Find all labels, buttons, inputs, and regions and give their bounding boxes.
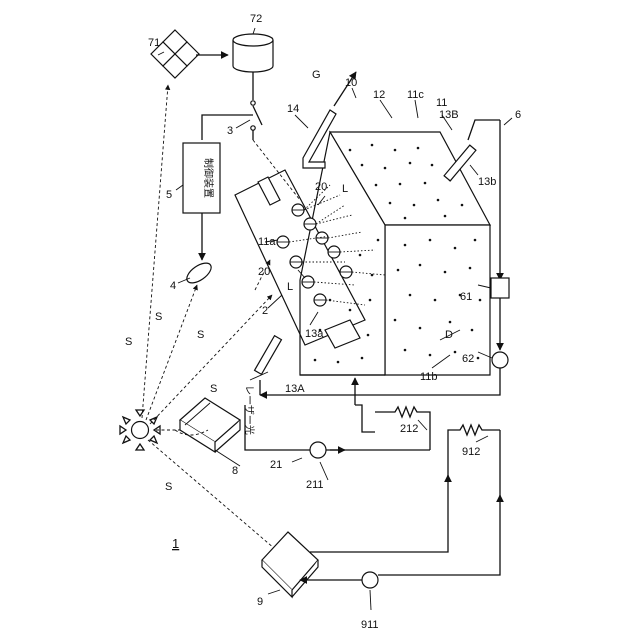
laser-text: レーザー光 [243, 385, 256, 435]
label-S4: S [210, 383, 217, 395]
label-2: 2 [262, 305, 268, 317]
label-21: 21 [270, 459, 282, 471]
ray-to-solar [142, 85, 168, 418]
switch-3 [251, 72, 262, 140]
label-8: 8 [232, 465, 238, 477]
label-S3: S [197, 329, 204, 341]
label-11a: 11a [258, 236, 276, 248]
plate-9 [262, 532, 318, 597]
label-211: 211 [306, 479, 324, 491]
label-5: 5 [166, 189, 172, 201]
ray-to-plate [148, 440, 282, 555]
label-62: 62 [462, 353, 474, 365]
label-61: 61 [460, 291, 472, 303]
label-13A: 13A [285, 383, 305, 395]
label-911: 911 [361, 619, 379, 631]
label-13B: 13B [439, 109, 459, 121]
label-6: 6 [515, 109, 521, 121]
port-13A [255, 336, 282, 375]
label-1: 1 [172, 536, 179, 551]
lens-4 [184, 259, 215, 287]
label-D: D [445, 329, 453, 341]
label-3: 3 [227, 125, 233, 137]
label-212: 212 [400, 423, 418, 435]
label-20b: 20 [258, 266, 270, 278]
wire-switch-down [253, 140, 300, 200]
label-L2: L [287, 281, 293, 293]
label-11b: 11b [420, 371, 438, 383]
label-72: 72 [250, 13, 262, 25]
collector-8 [180, 398, 240, 452]
label-912: 912 [462, 446, 480, 458]
controller-text: 制御装置 [202, 158, 215, 198]
label-L1: L [342, 183, 348, 195]
label-14: 14 [287, 103, 299, 115]
label-G: G [312, 69, 321, 81]
label-S5: S [165, 481, 172, 493]
label-S1: S [125, 336, 132, 348]
label-10: 10 [345, 77, 357, 89]
label-S2: S [155, 311, 162, 323]
controller-box [183, 143, 220, 213]
label-13b: 13b [478, 176, 496, 188]
label-4: 4 [170, 280, 176, 292]
label-9: 9 [257, 596, 263, 608]
label-13a: 13a [305, 328, 324, 340]
loop-21 [245, 378, 430, 458]
ray-to-lens [146, 285, 197, 420]
label-20a: 20 [315, 181, 327, 193]
sun-icon [120, 410, 160, 450]
label-12: 12 [373, 89, 385, 101]
battery [233, 34, 273, 72]
label-71: 71 [148, 37, 160, 49]
label-11c: 11c [407, 89, 424, 101]
label-11: 11 [436, 97, 447, 109]
